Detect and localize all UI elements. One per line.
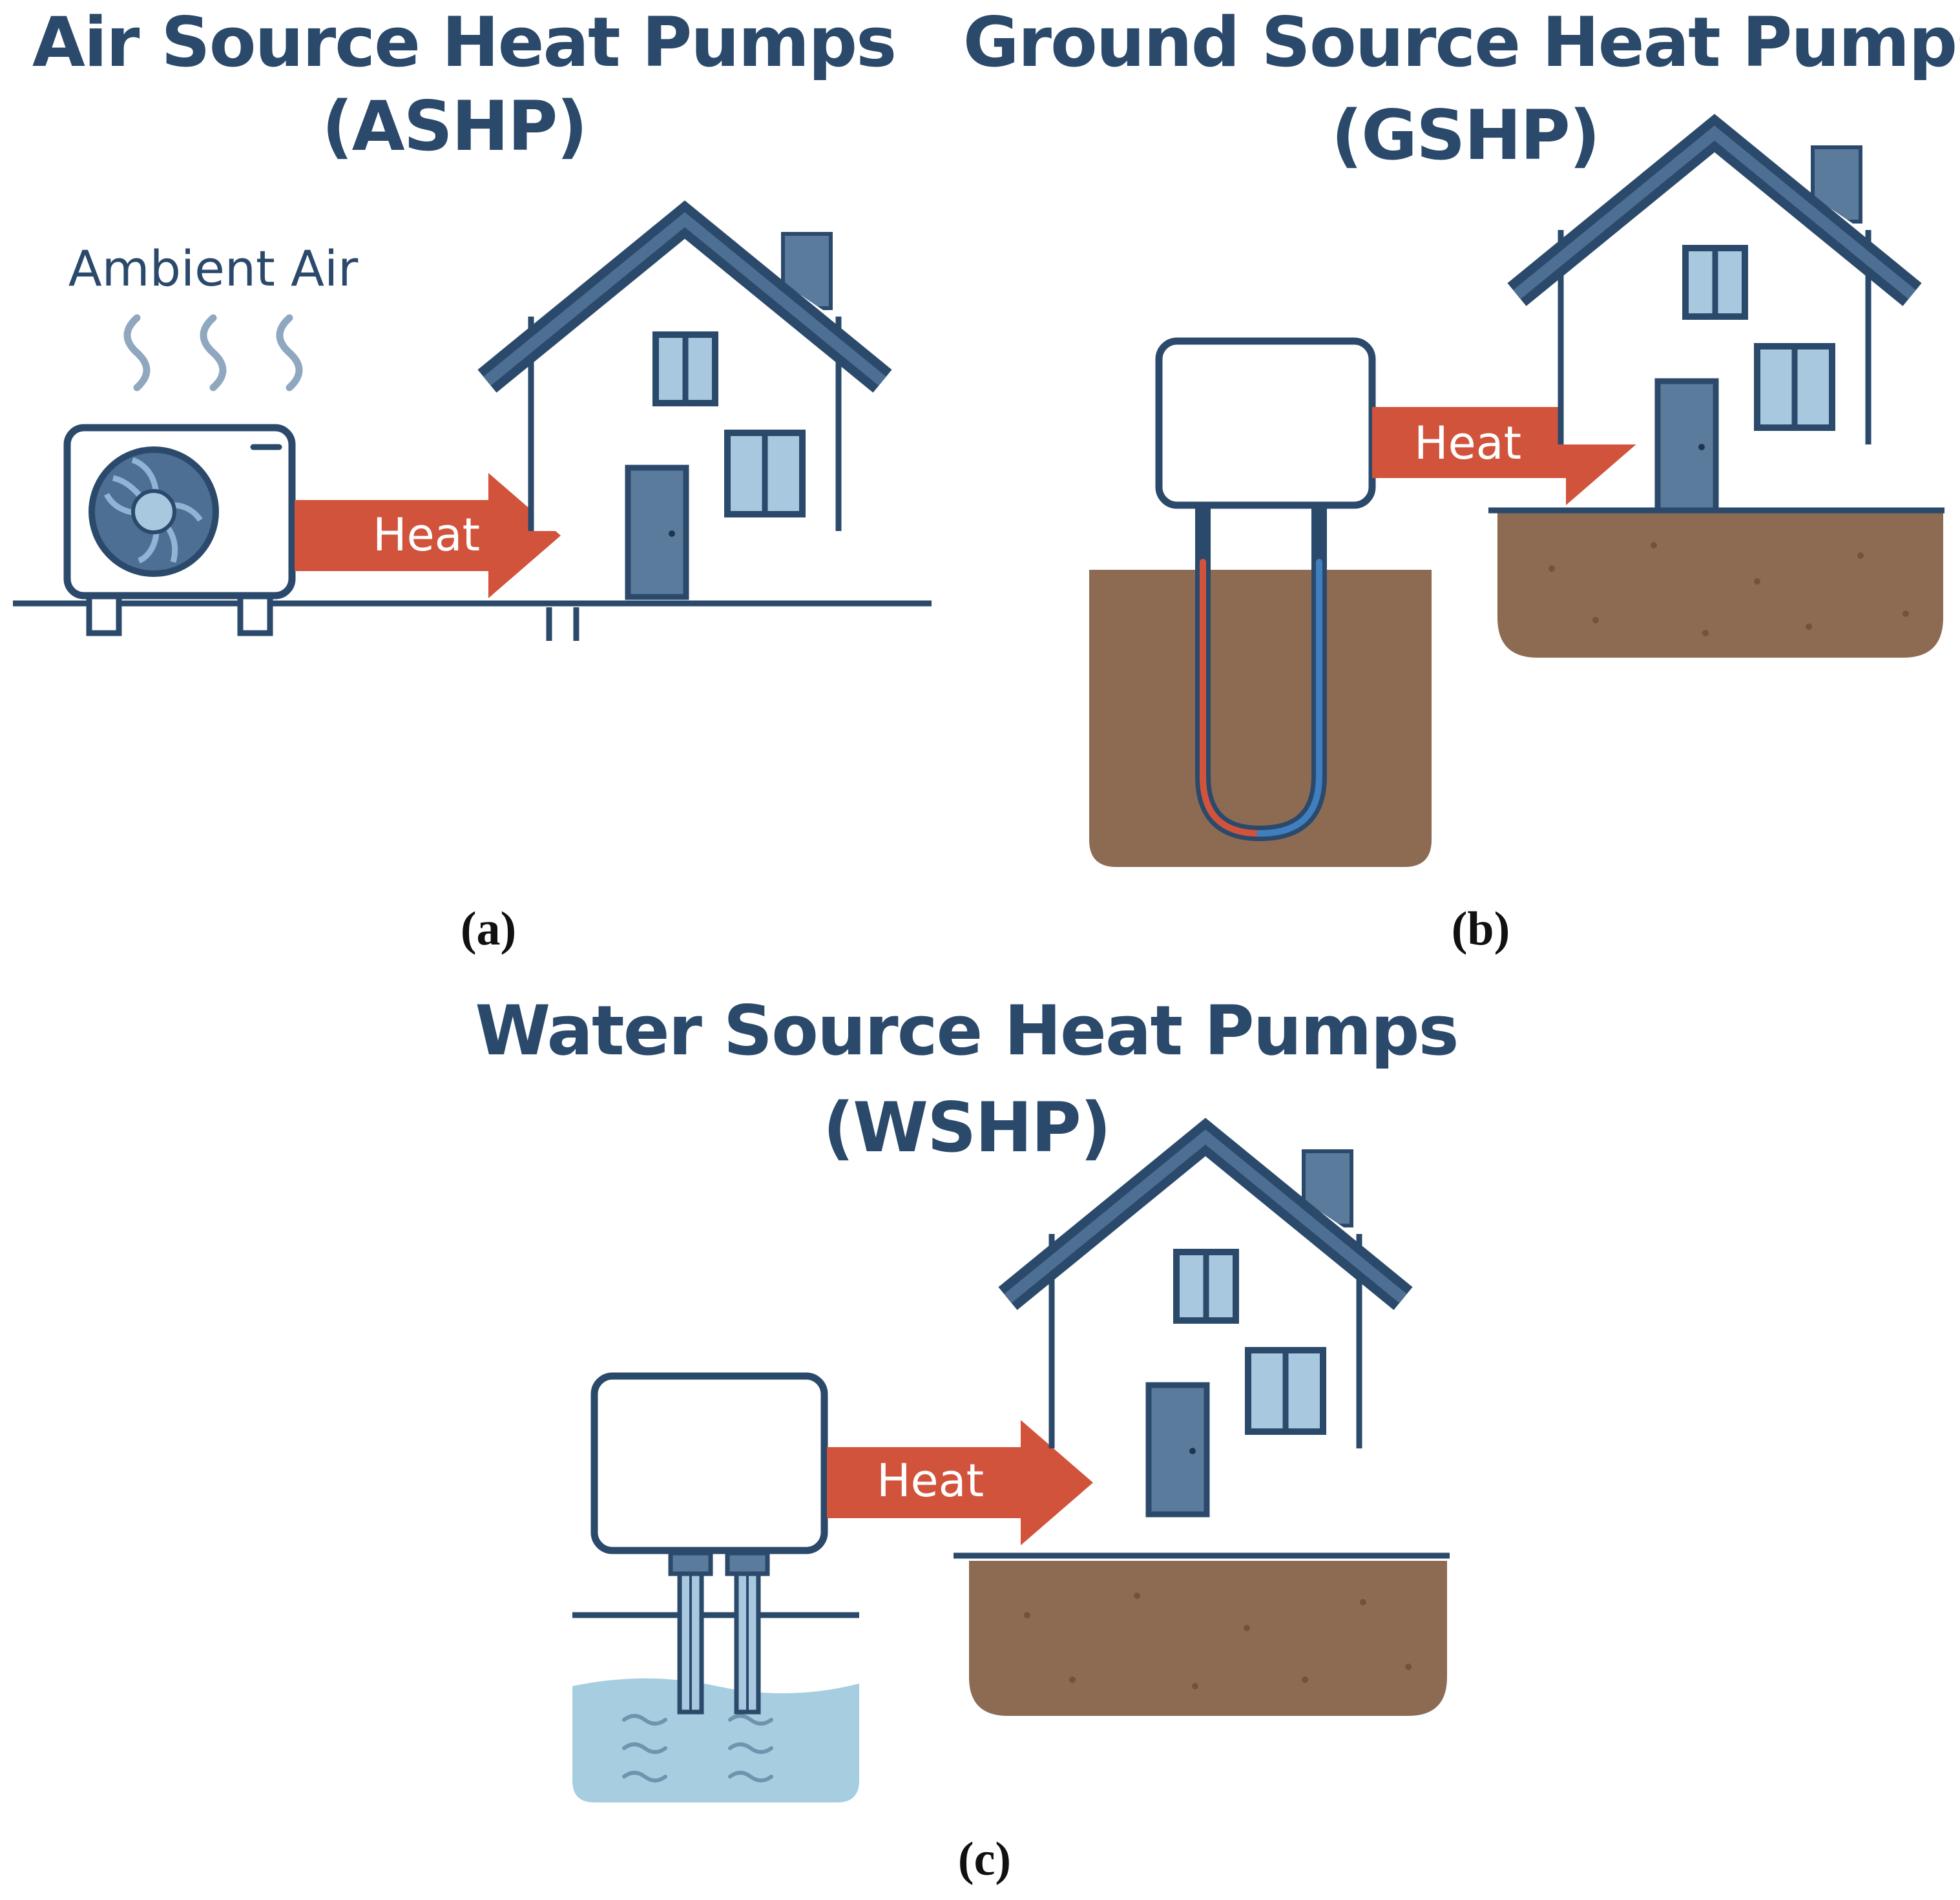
water-waves-icon [622, 1714, 773, 1782]
panel-label-a: (a) [461, 903, 516, 955]
air-unit-icon [63, 424, 296, 636]
panel-label-c-letter: (c) [958, 1833, 1011, 1886]
panel-b-title-line2: (GSHP) [1331, 96, 1600, 175]
water-intake-pipes-icon [668, 1550, 770, 1715]
panel-b: Ground Source Heat Pumps (GSHP) Heat (b) [963, 3, 1960, 955]
borehole-soil [1089, 570, 1432, 867]
panel-label-b-letter: (b) [1452, 903, 1510, 955]
house-soil-b [1497, 509, 1943, 658]
panel-c-title-line2: (WSHP) [823, 1088, 1110, 1167]
ambient-air-label: Ambient Air [68, 240, 359, 297]
panel-c-title-line1: Water Source Heat Pumps [475, 991, 1457, 1070]
house-icon-c [1008, 1134, 1403, 1514]
panel-a: Air Source Heat Pumps (ASHP) Ambient Air [13, 3, 932, 955]
ground-heat-pump-unit [1155, 337, 1376, 509]
panel-label-b: (b) [1452, 903, 1510, 955]
ground-loop-pipe-icon [1195, 500, 1327, 841]
panel-a-title-line2: (ASHP) [322, 87, 587, 166]
heat-label-c: Heat [877, 1454, 984, 1507]
house-soil-c [969, 1561, 1447, 1716]
water-body [572, 1678, 859, 1802]
heat-label-b: Heat [1414, 417, 1521, 470]
heat-label-a: Heat [373, 508, 480, 561]
water-heat-pump-unit [590, 1372, 828, 1554]
panel-b-title-line1: Ground Source Heat Pumps [963, 3, 1960, 82]
panel-c: Water Source Heat Pumps (WSHP) [475, 991, 1459, 1886]
air-waves-icon [123, 314, 303, 391]
panel-label-a-letter: (a) [461, 903, 516, 955]
panel-a-title-line1: Air Source Heat Pumps [32, 3, 895, 82]
panel-label-c: (c) [958, 1833, 1011, 1886]
